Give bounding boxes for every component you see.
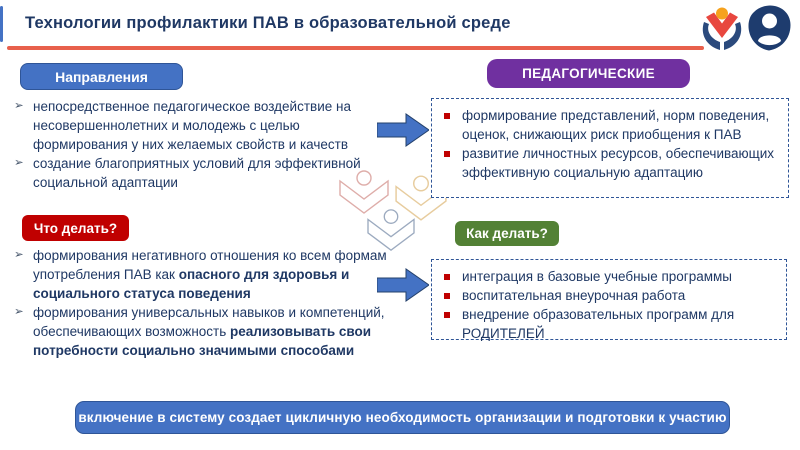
block-arrow-right-icon bbox=[377, 268, 429, 302]
person-v-watermark-icon bbox=[395, 175, 447, 221]
list-item-text: формирование представлений, норм поведен… bbox=[462, 108, 770, 142]
hands-holding-person-logo-icon bbox=[702, 7, 742, 50]
how-to-do-badge: Как делать? bbox=[455, 221, 559, 246]
person-v-watermark-icon bbox=[339, 170, 389, 214]
list-item: интеграция в базовые учебные программы bbox=[436, 267, 778, 286]
list-item-text: развитие личностных ресурсов, обеспечива… bbox=[462, 146, 775, 180]
list-item: ➢ создание благоприятных условий для эффе… bbox=[14, 154, 386, 192]
list-item: ➢ непосредственное педагогическое воздейс… bbox=[14, 97, 386, 154]
list-item-text: формирования негативного отношения ко вс… bbox=[33, 248, 387, 301]
square-bullet-icon bbox=[444, 312, 450, 318]
list-item: воспитательная внеурочная работа bbox=[436, 286, 778, 305]
directions-badge: Направления bbox=[20, 63, 183, 90]
what-to-do-badge: Что делать? bbox=[22, 215, 129, 241]
square-bullet-icon bbox=[444, 274, 450, 280]
arrow-bullet-icon: ➢ bbox=[14, 249, 24, 261]
arrow-bullet-icon: ➢ bbox=[14, 306, 24, 318]
square-bullet-icon bbox=[444, 113, 450, 119]
arrow-bullet-icon: ➢ bbox=[14, 157, 24, 169]
directions-list: ➢ непосредственное педагогическое воздейс… bbox=[14, 97, 386, 192]
title-underline bbox=[7, 46, 704, 50]
square-bullet-icon bbox=[444, 151, 450, 157]
arrow-bullet-icon: ➢ bbox=[14, 100, 24, 112]
list-item-text: формирования универсальных навыков и ком… bbox=[33, 305, 385, 358]
list-item: формирование представлений, норм поведен… bbox=[436, 106, 780, 144]
list-item: развитие личностных ресурсов, обеспечива… bbox=[436, 144, 780, 182]
pedagogical-badge: ПЕДАГОГИЧЕСКИЕ bbox=[487, 59, 690, 88]
list-item-text: воспитательная внеурочная работа bbox=[462, 288, 686, 303]
corner-accent-line bbox=[0, 6, 3, 42]
pedagogical-box: формирование представлений, норм поведен… bbox=[431, 98, 789, 198]
list-item-text: внедрение образовательных программ для Р… bbox=[462, 307, 735, 341]
list-item: ➢ формирования негативного отношения ко в… bbox=[14, 246, 388, 303]
list-item-text: интеграция в базовые учебные программы bbox=[462, 269, 733, 284]
list-item-text: непосредственное педагогическое воздейст… bbox=[33, 99, 351, 152]
square-bullet-icon bbox=[444, 293, 450, 299]
what-to-do-list: ➢ формирования негативного отношения ко в… bbox=[14, 246, 388, 360]
shield-person-logo-icon bbox=[748, 5, 791, 51]
footer-banner: включение в систему создает цикличную не… bbox=[75, 401, 730, 434]
page-title: Технологии профилактики ПАВ в образовате… bbox=[25, 14, 511, 32]
list-item: ➢ формирования универсальных навыков и ко… bbox=[14, 303, 388, 360]
how-to-do-box: интеграция в базовые учебные программы во… bbox=[431, 259, 787, 343]
list-item: внедрение образовательных программ для Р… bbox=[436, 305, 778, 343]
person-v-watermark-icon bbox=[367, 209, 415, 251]
list-item-text: создание благоприятных условий для эффек… bbox=[33, 156, 361, 190]
block-arrow-right-icon bbox=[377, 113, 429, 147]
